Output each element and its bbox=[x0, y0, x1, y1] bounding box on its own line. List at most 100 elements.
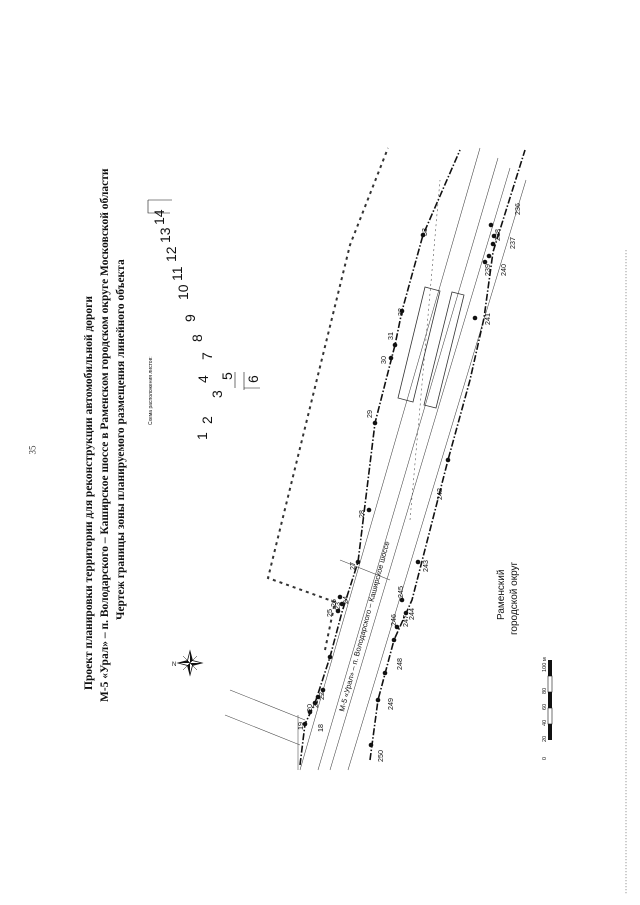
sheet-frame bbox=[234, 372, 260, 390]
boundary-point-label: 248 bbox=[395, 658, 404, 670]
boundary-point-marker bbox=[445, 457, 451, 463]
boundary-point-label: 243 bbox=[421, 560, 430, 572]
boundary-point-labels: 18 19 20 21 22 23 24 25 26 27 28 29 30 3… bbox=[296, 203, 522, 762]
boundary-point-label: 21 bbox=[311, 700, 320, 708]
sheet-frame bbox=[147, 199, 172, 214]
boundary-point-marker bbox=[391, 637, 397, 643]
boundary-point-marker bbox=[490, 241, 496, 247]
sheet-number: 5 bbox=[219, 372, 235, 380]
road-name-label: М-5 «Урал» – п. Володарского – Каширское… bbox=[337, 540, 391, 712]
structure-outline bbox=[397, 286, 441, 403]
context-line bbox=[347, 179, 527, 771]
scale-segment bbox=[548, 724, 552, 740]
boundary-point-label: 26 bbox=[329, 599, 338, 607]
sheet-number: 12 bbox=[163, 246, 179, 262]
boundary-point-marker bbox=[392, 342, 398, 348]
sheet-number: 2 bbox=[199, 416, 215, 424]
sheet-number: 3 bbox=[209, 390, 225, 398]
boundary-point-marker bbox=[320, 687, 326, 693]
boundary-point-marker bbox=[482, 259, 488, 265]
boundary-point-label: 244 bbox=[407, 608, 416, 620]
structure-outline bbox=[423, 291, 465, 409]
boundary-point-marker bbox=[375, 697, 381, 703]
boundary-point-label: 236 bbox=[513, 203, 522, 215]
boundary-point-marker bbox=[403, 610, 409, 616]
map bbox=[224, 147, 527, 771]
boundary-point-marker bbox=[302, 721, 308, 727]
boundary-point-marker bbox=[312, 700, 318, 706]
boundary-point-label: 27 bbox=[348, 562, 357, 570]
boundary-point-marker bbox=[472, 315, 478, 321]
boundary-point-marker bbox=[399, 597, 405, 603]
scale-segment bbox=[548, 692, 552, 708]
sheet-number: 13 bbox=[157, 227, 173, 243]
boundary-point-marker bbox=[366, 507, 372, 513]
boundary-point-label: 28 bbox=[357, 510, 366, 518]
sheet-numbers: 1 2 3 4 5 6 7 8 9 10 11 12 13 14 bbox=[151, 209, 261, 440]
boundary-point-marker bbox=[355, 559, 361, 565]
boundary-point-label: 239 bbox=[483, 264, 492, 276]
scale-tick-label: 100 м bbox=[542, 657, 548, 672]
boundary-point-label: 25 bbox=[325, 609, 334, 617]
boundary-point-label: 249 bbox=[386, 698, 395, 710]
scale-segment bbox=[547, 675, 553, 693]
boundary-point-marker bbox=[368, 742, 374, 748]
boundary-point-marker bbox=[382, 670, 388, 676]
boundary-point-marker bbox=[486, 253, 492, 259]
sheet-number: 7 bbox=[199, 352, 215, 360]
sheet-number: 10 bbox=[175, 284, 191, 300]
title-block: Проект планировки территории для реконст… bbox=[83, 168, 127, 702]
boundary-point-marker bbox=[394, 624, 400, 630]
boundary-point-markers bbox=[302, 222, 497, 748]
boundary-point-label: 246 bbox=[389, 614, 398, 626]
boundary-point-label: 33 bbox=[420, 228, 429, 236]
boundary-point-label: 237 bbox=[508, 237, 517, 249]
boundary-point-marker bbox=[488, 222, 494, 228]
sheet-number: 9 bbox=[182, 314, 198, 322]
sheet-number: 8 bbox=[189, 334, 205, 342]
boundary-point-label: 250 bbox=[376, 750, 385, 762]
sheet-number: 6 bbox=[245, 375, 261, 383]
title-line-3: Чертеж границы зоны планируемого размеще… bbox=[115, 259, 127, 620]
boundary-point-label: 20 bbox=[305, 704, 314, 712]
scale-bar: 0 20 40 60 80 100 м bbox=[542, 657, 553, 760]
boundary-point-marker bbox=[399, 308, 405, 314]
sheet-number: 4 bbox=[195, 375, 211, 383]
survey-extent-dashed bbox=[266, 147, 389, 651]
boundary-point-label: 32 bbox=[396, 308, 405, 316]
boundary-point-marker bbox=[388, 355, 394, 361]
boundary-point-label: 18 bbox=[316, 724, 325, 732]
title-line-2: М-5 «Урал» – п. Володарского – Каширское… bbox=[99, 168, 111, 702]
sheet-number: 11 bbox=[169, 266, 185, 281]
scale-tick-label: 40 bbox=[542, 720, 548, 726]
boundary-point-label: 19 bbox=[296, 722, 305, 730]
boundary-point-label: 30 bbox=[379, 356, 388, 364]
context-line bbox=[224, 714, 301, 746]
svg-text:N: N bbox=[172, 662, 176, 668]
scale-tick-label: 60 bbox=[542, 704, 548, 710]
boundary-point-marker bbox=[337, 594, 343, 600]
compass-rose-icon: N bbox=[172, 649, 204, 677]
context-lines bbox=[224, 147, 527, 771]
planned-zone-boundary-upper bbox=[299, 149, 461, 766]
boundary-point-label: 241 bbox=[483, 313, 492, 325]
boundary-point-marker bbox=[339, 601, 345, 607]
sheet-scheme-caption: Схема расположения листов: bbox=[148, 356, 154, 425]
district-label: Раменский городской округ bbox=[496, 561, 520, 635]
sheet-number: 1 bbox=[194, 432, 210, 440]
boundary-point-label: 238 bbox=[493, 229, 502, 241]
title-line-1: Проект планировки территории для реконст… bbox=[83, 296, 95, 690]
boundary-point-label: 240 bbox=[499, 264, 508, 276]
boundary-point-marker bbox=[415, 559, 421, 565]
scale-tick-label: 20 bbox=[542, 736, 548, 742]
district-label-line-1: Раменский bbox=[496, 570, 507, 620]
scale-segment bbox=[548, 660, 552, 676]
scale-tick-label: 0 bbox=[542, 757, 548, 760]
boundary-point-marker bbox=[491, 233, 497, 239]
boundary-point-label: 31 bbox=[386, 332, 395, 340]
district-label-line-2: городской округ bbox=[509, 561, 520, 635]
sheet-number: 14 bbox=[151, 209, 167, 225]
boundary-point-marker bbox=[315, 694, 321, 700]
context-line bbox=[329, 167, 511, 771]
